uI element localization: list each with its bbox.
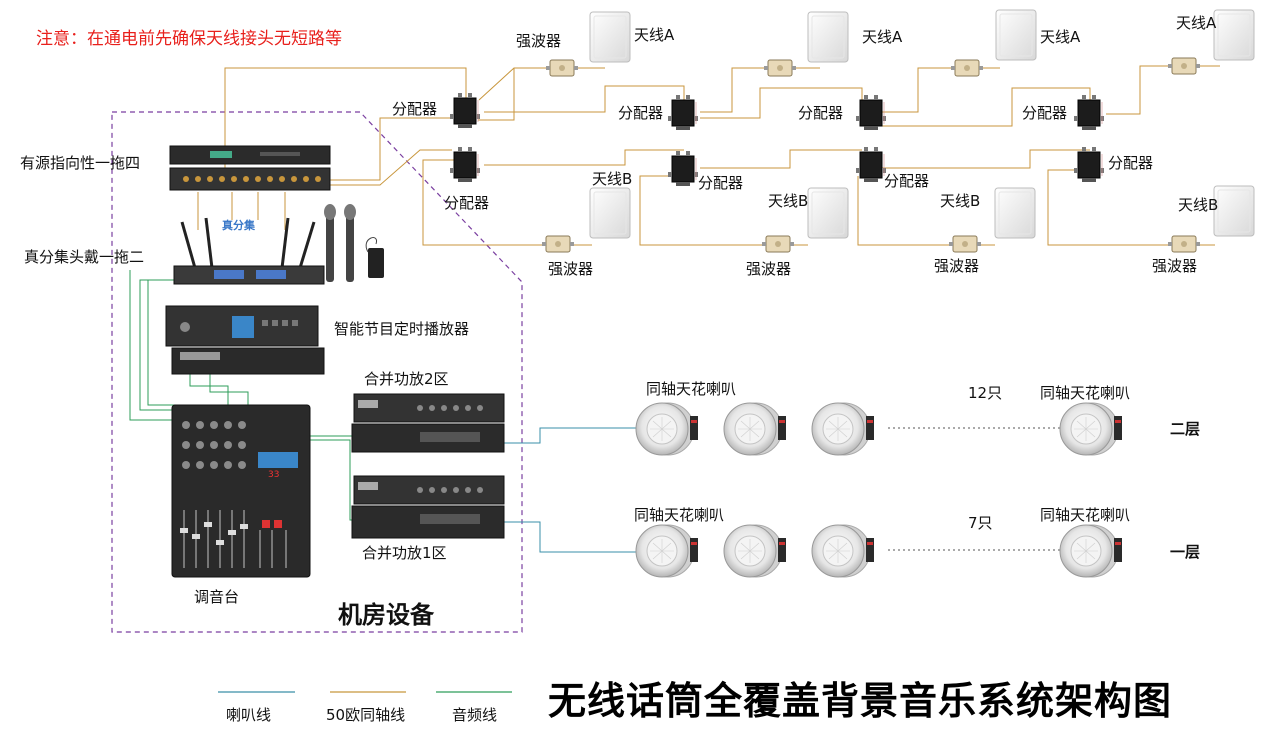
- ceiling-speaker: [723, 524, 787, 578]
- mixer-label: 调音台: [194, 588, 240, 606]
- amp1-label: 合并功放1区: [362, 544, 447, 562]
- splitter-label: 分配器: [444, 194, 490, 212]
- antenna-a-label: 天线A: [634, 26, 675, 44]
- floor1-count: 7只: [968, 514, 993, 532]
- booster-label: 强波器: [934, 257, 980, 275]
- booster-label: 强波器: [516, 32, 562, 50]
- room-border: [111, 111, 523, 633]
- legend-audio-label: 音频线: [452, 706, 498, 724]
- antenna-panel: [589, 11, 631, 63]
- antenna-a-label: 天线A: [862, 28, 903, 46]
- ceiling-speaker: [635, 402, 699, 456]
- speakers-floor2: [635, 402, 1123, 456]
- room-label: 机房设备: [338, 601, 434, 629]
- splitter-device: [667, 94, 699, 131]
- speaker-label: 同轴天花喇叭: [634, 506, 725, 524]
- antenna-panel: [1213, 185, 1255, 237]
- booster-device: [761, 235, 795, 253]
- splitters: [449, 92, 1105, 187]
- amp1-unit: [351, 475, 505, 539]
- splitter-label: 分配器: [392, 100, 438, 118]
- coax-wires: [197, 65, 1220, 246]
- diversity-label: 真分集头戴一拖二: [24, 248, 145, 266]
- booster-device: [950, 59, 984, 77]
- splitter-label: 分配器: [884, 172, 930, 190]
- splitter-device: [449, 92, 481, 129]
- antenna-b-label: 天线B: [592, 170, 633, 188]
- splitter-device: [1073, 146, 1105, 183]
- splitter-device: [1073, 94, 1105, 131]
- booster-label: 强波器: [548, 260, 594, 278]
- splitter-device: [667, 150, 699, 187]
- floor2-count: 12只: [968, 384, 1003, 402]
- booster-device: [541, 235, 575, 253]
- player-unit: [165, 305, 325, 375]
- antenna-panel: [994, 187, 1036, 239]
- floor1-name: 一层: [1170, 543, 1201, 561]
- antenna-panel: [995, 9, 1037, 61]
- booster-device: [545, 59, 579, 77]
- booster-label: 强波器: [746, 260, 792, 278]
- booster-device: [1167, 235, 1201, 253]
- ceiling-speaker: [635, 524, 699, 578]
- ceiling-speaker: [723, 402, 787, 456]
- speakers-floor1: [635, 524, 1123, 578]
- diversity-receiver: [173, 204, 384, 285]
- splitter-label: 分配器: [1022, 104, 1068, 122]
- antenna-panel: [1213, 9, 1255, 61]
- antenna-panel: [807, 187, 849, 239]
- legend-coax-label: 50欧同轴线: [326, 706, 406, 724]
- speaker-label: 同轴天花喇叭: [1040, 384, 1131, 402]
- ceiling-speaker: [811, 402, 875, 456]
- ceiling-speaker: [811, 524, 875, 578]
- mixer-display: 33: [268, 470, 280, 480]
- antenna-b-label: 天线B: [940, 192, 981, 210]
- antenna-a-label: 天线A: [1176, 14, 1217, 32]
- splitter-label: 分配器: [1108, 154, 1154, 172]
- page-title: 无线话筒全覆盖背景音乐系统架构图: [548, 679, 1173, 723]
- active-splitter-label: 有源指向性一拖四: [20, 154, 141, 172]
- booster-device: [948, 235, 982, 253]
- antenna-panel: [589, 187, 631, 239]
- mixer-unit: [171, 404, 311, 578]
- legend-speaker-label: 喇叭线: [226, 706, 272, 724]
- player-label: 智能节目定时播放器: [334, 320, 470, 338]
- antenna-panel: [807, 11, 849, 63]
- antenna-a-label: 天线A: [1040, 28, 1081, 46]
- speaker-label: 同轴天花喇叭: [646, 380, 737, 398]
- warning-text: 注意：在通电前先确保天线接头无短路等: [36, 29, 342, 49]
- brand-plate: 真分集: [222, 219, 255, 232]
- antennas-b: [589, 185, 1255, 239]
- amp2-label: 合并功放2区: [364, 370, 449, 388]
- active-splitter-unit: [169, 145, 331, 191]
- booster-label: 强波器: [1152, 257, 1198, 275]
- booster-device: [763, 59, 797, 77]
- splitter-device: [449, 146, 481, 183]
- floor2-name: 二层: [1170, 420, 1201, 438]
- ceiling-speaker: [1059, 524, 1123, 578]
- splitter-label: 分配器: [698, 174, 744, 192]
- antenna-b-label: 天线B: [1178, 196, 1219, 214]
- booster-device: [1167, 57, 1201, 75]
- splitter-device: [855, 146, 887, 183]
- splitter-device: [855, 94, 887, 131]
- ceiling-speaker: [1059, 402, 1123, 456]
- speaker-label: 同轴天花喇叭: [1040, 506, 1131, 524]
- splitter-label: 分配器: [618, 104, 664, 122]
- antenna-b-label: 天线B: [768, 192, 809, 210]
- splitter-label: 分配器: [798, 104, 844, 122]
- amp2-unit: [351, 393, 505, 453]
- antennas-a: [589, 9, 1255, 63]
